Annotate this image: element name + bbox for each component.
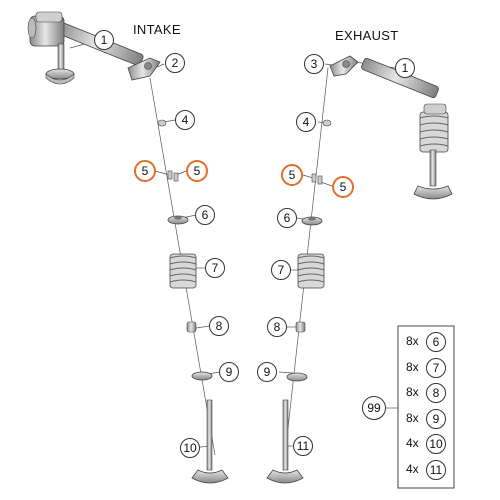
callout-exhaust-washer: 9	[257, 362, 277, 382]
kit-row-qty: 8x	[406, 385, 419, 399]
kit-row-part: 7	[426, 357, 446, 378]
callout-intake-washer: 9	[219, 362, 239, 382]
callout-intake-spring: 7	[205, 258, 225, 278]
callout-intake-keeper-right: 5	[186, 160, 208, 182]
kit-box	[397, 325, 455, 489]
intake-rocker-arm	[127, 57, 161, 81]
kit-row-qty: 8x	[406, 410, 419, 425]
kit-row-part: 9	[426, 408, 446, 429]
callout-exhaust-valve: 11	[293, 436, 313, 456]
callout-intake-retainer: 6	[195, 205, 215, 225]
kit-row-qty: 4x	[406, 461, 419, 476]
callout-intake-seal: 8	[209, 316, 229, 336]
exhaust-rocker-arm	[329, 55, 359, 77]
leader-lines	[69, 41, 398, 456]
callout-intake-keeper-left: 5	[134, 160, 156, 182]
intake-valve-stack	[157, 119, 229, 484]
kit-row-part: 6	[426, 332, 446, 352]
callout-exhaust-spring: 7	[271, 260, 291, 280]
callout-intake-cap: 4	[175, 110, 195, 130]
callout-exhaust-retainer: 6	[277, 208, 297, 228]
callout-exhaust-cap: 4	[296, 112, 316, 132]
kit-row-part: 10	[426, 434, 446, 454]
callout-exhaust-seal: 8	[267, 317, 287, 337]
exhaust-heading: EXHAUST	[335, 28, 399, 43]
callout-intake-rocker: 2	[165, 53, 185, 73]
intake-heading: INTAKE	[133, 22, 181, 37]
callout-exhaust-keeper-left: 5	[281, 164, 303, 186]
kit-row-part: 11	[426, 459, 446, 480]
exhaust-camshaft	[361, 57, 453, 200]
callout-exhaust-rocker: 3	[304, 54, 324, 74]
kit-row-qty: 8x	[406, 359, 419, 374]
exhaust-valve-stack	[266, 119, 332, 484]
callout-exhaust-keeper-right: 5	[332, 176, 354, 198]
kit-row-part: 8	[426, 383, 446, 403]
kit-row-qty: 4x	[406, 436, 419, 450]
callout-kit: 99	[362, 396, 386, 420]
callout-intake-camshaft: 1	[94, 30, 114, 50]
intake-camshaft	[27, 11, 144, 85]
kit-row-qty: 8x	[406, 334, 419, 348]
callout-intake-valve: 10	[180, 438, 200, 458]
callout-exhaust-camshaft: 1	[395, 58, 415, 78]
